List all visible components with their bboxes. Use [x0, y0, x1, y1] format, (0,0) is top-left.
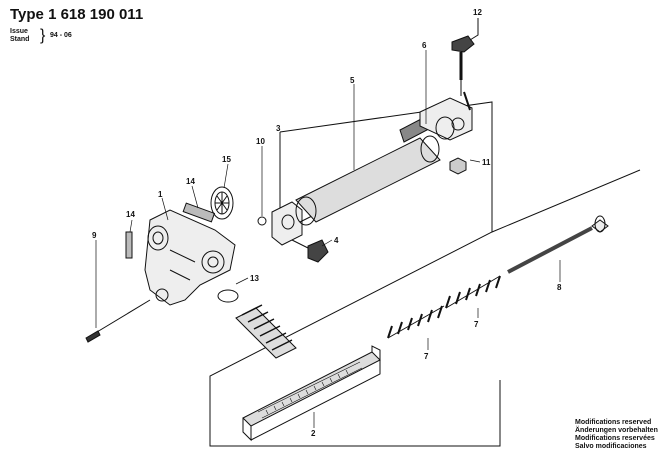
part-clamp-3	[271, 201, 313, 246]
callout-14-b: 14	[126, 210, 135, 219]
part-nut-11	[449, 157, 467, 175]
modifications-line: Modifications reserved	[575, 419, 652, 426]
part-wheel-15	[210, 186, 234, 220]
callout-12: 12	[473, 8, 482, 17]
part-screw-9	[85, 299, 151, 343]
part-washer-10	[257, 216, 267, 226]
part-holder-6	[399, 91, 473, 143]
callout-14-a: 14	[186, 177, 195, 186]
callout-13: 13	[250, 274, 259, 283]
callout-6: 6	[422, 41, 427, 50]
modifications-notice: Modifications reserved Änderungen vorbeh…	[575, 419, 658, 451]
callout-11: 11	[482, 158, 491, 167]
callout-2: 2	[311, 429, 316, 438]
part-thumbscrew-4	[291, 239, 329, 263]
callout-5: 5	[350, 76, 355, 85]
part-wing-screw-12	[451, 18, 479, 96]
part-oring-13	[217, 289, 239, 303]
leader-lines	[95, 50, 561, 428]
callout-15: 15	[222, 155, 231, 164]
page-title: Type 1 618 190 011	[10, 6, 144, 23]
callout-7-b: 7	[474, 320, 479, 329]
part-spring-7-b	[445, 275, 501, 309]
part-grip	[235, 304, 297, 359]
stand-label: Stand	[10, 36, 30, 43]
callout-4: 4	[334, 236, 339, 245]
modifications-line: Salvo modificaciones	[575, 443, 647, 450]
part-bracket	[144, 209, 236, 306]
issue-block: Issue Stand } 94 - 06	[10, 28, 72, 44]
callout-7-a: 7	[424, 352, 429, 361]
part-tube-5	[295, 135, 441, 226]
part-spring-7-a	[387, 305, 445, 339]
part-label-14-a	[182, 202, 216, 223]
callout-9: 9	[92, 231, 97, 240]
callout-3: 3	[276, 124, 281, 133]
modifications-line: Änderungen vorbehalten	[575, 427, 658, 434]
modifications-line: Modifications reservées	[575, 435, 655, 442]
brace-glyph: }	[40, 27, 46, 44]
callout-1: 1	[158, 190, 163, 199]
part-scale-bar	[242, 345, 381, 442]
issue-label: Issue	[10, 28, 28, 35]
issue-code: 94 - 06	[50, 32, 72, 39]
part-threaded-rod-8	[507, 215, 609, 274]
part-label-14-b	[125, 231, 133, 259]
callout-10: 10	[256, 137, 265, 146]
callout-8: 8	[557, 283, 562, 292]
